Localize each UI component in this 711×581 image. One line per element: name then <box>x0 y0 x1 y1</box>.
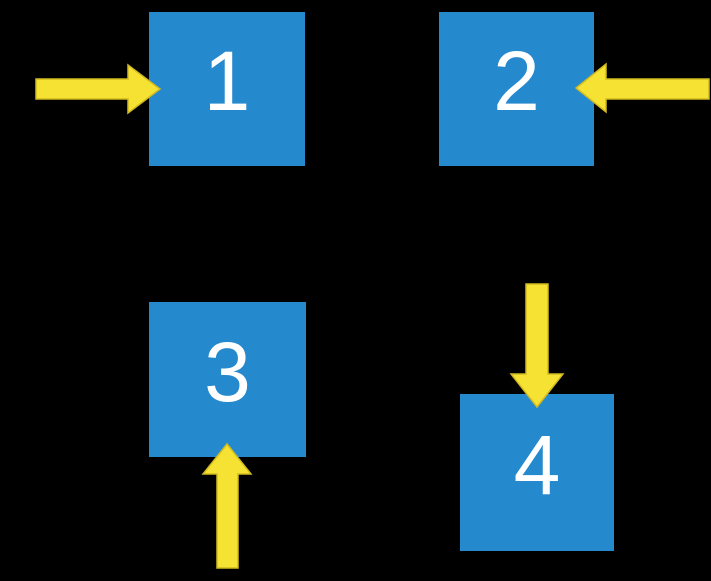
box-3-label: 3 <box>204 324 251 419</box>
box-2-label: 2 <box>493 34 540 128</box>
arrow-down-icon <box>509 283 565 409</box>
arrow-up-icon <box>201 442 253 569</box>
box-2: 2 <box>439 12 594 166</box>
box-4: 4 <box>460 394 614 551</box>
box-3: 3 <box>149 302 306 457</box>
box-4-label: 4 <box>513 417 561 512</box>
box-1-label: 1 <box>203 34 251 128</box>
arrow-left-icon <box>574 62 710 114</box>
arrow-right-icon <box>35 63 162 115</box>
box-1: 1 <box>149 12 305 166</box>
